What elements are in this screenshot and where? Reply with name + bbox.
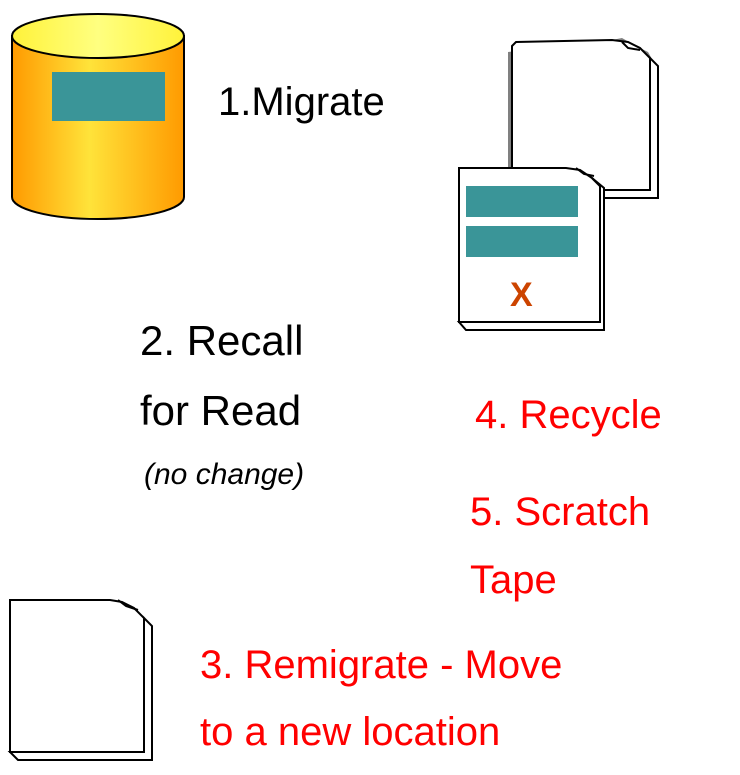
disk-data-block — [52, 72, 165, 121]
step-3-label-line2: to a new location — [200, 710, 501, 754]
step-4-label: 4. Recycle — [475, 393, 662, 437]
database-cylinder-icon — [11, 13, 185, 220]
step-2-note: (no change) — [144, 458, 305, 491]
step-5-label-line1: 5. Scratch — [470, 490, 651, 534]
tape-data-block-1 — [466, 186, 578, 217]
x-mark: X — [510, 276, 533, 314]
step-3-label-line1: 3. Remigrate - Move — [200, 643, 563, 687]
tape-data-block-2 — [466, 226, 578, 257]
tape-cartridge-new-icon — [7, 599, 153, 761]
step-5-label-line2: Tape — [470, 558, 557, 602]
tape-cartridge-front-icon — [456, 167, 605, 331]
step-2-label-line2: for Read — [140, 387, 302, 434]
step-2-label-line1: 2. Recall — [140, 317, 304, 364]
step-1-label: 1.Migrate — [218, 80, 385, 124]
